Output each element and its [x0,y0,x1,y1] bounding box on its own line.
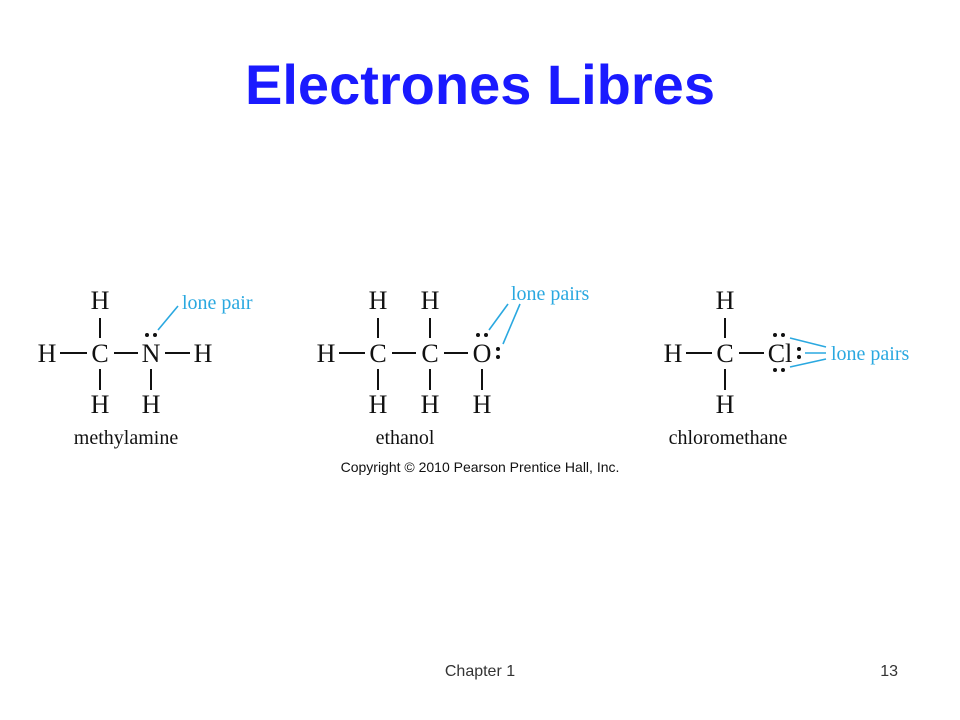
lone-pair-electron [797,355,801,359]
lone-pair-electron [781,368,785,372]
lone-pair-electron [496,355,500,359]
chloromethane-h-bottom: H [716,390,735,419]
lone-pair-electron [153,333,157,337]
chloromethane-chlorine: Cl [768,339,793,368]
ethanol-h-top-2: H [421,286,440,315]
methylamine-h-right: H [194,339,213,368]
lone-pair-pointer [789,358,827,368]
chloromethane-annotation: lone pairs [831,343,910,365]
ethanol-structure: H H H C C O H H H lone pairs ethanol [317,283,590,449]
ethanol-label: ethanol [376,427,435,449]
ethanol-h-top-1: H [369,286,388,315]
lone-pair-pointer [157,305,179,331]
lone-pair-electron [773,368,777,372]
page-number: 13 [880,663,898,680]
ethanol-h-bottom-1: H [369,390,388,419]
slide-title: Electrones Libres [245,53,715,116]
lone-pair-electron [484,333,488,337]
methylamine-h-bottom-n: H [142,390,161,419]
methylamine-structure: H H C N H H H lone pair methylamine [38,286,253,449]
lone-pair-electron [797,347,801,351]
chloromethane-label: chloromethane [669,427,788,449]
methylamine-h-left: H [38,339,57,368]
lone-pair-electron [145,333,149,337]
ethanol-carbon-1: C [369,339,386,368]
methylamine-carbon: C [91,339,108,368]
lone-pair-electron [476,333,480,337]
methylamine-h-top: H [91,286,110,315]
lone-pair-electron [496,347,500,351]
ethanol-h-bottom-2: H [421,390,440,419]
lone-pair-pointer [789,337,827,348]
lone-pair-electron [781,333,785,337]
ethanol-h-left: H [317,339,336,368]
methylamine-h-bottom: H [91,390,110,419]
ethanol-annotation: lone pairs [511,283,590,305]
chloromethane-carbon: C [716,339,733,368]
copyright-notice: Copyright © 2010 Pearson Prentice Hall, … [341,459,620,475]
chloromethane-h-top: H [716,286,735,315]
ethanol-carbon-2: C [421,339,438,368]
ethanol-oxygen: O [473,339,492,368]
chloromethane-structure: H H C Cl H lone pairs chloromethane [664,286,910,449]
footer-chapter: Chapter 1 [444,663,516,680]
lone-pair-electron [773,333,777,337]
ethanol-h-bottom-o: H [473,390,492,419]
lone-pair-pointer [488,303,509,331]
methylamine-annotation: lone pair [182,292,253,314]
methylamine-label: methylamine [74,427,179,449]
chloromethane-h-left: H [664,339,683,368]
methylamine-nitrogen: N [142,339,161,368]
lone-pair-pointer [502,303,521,345]
